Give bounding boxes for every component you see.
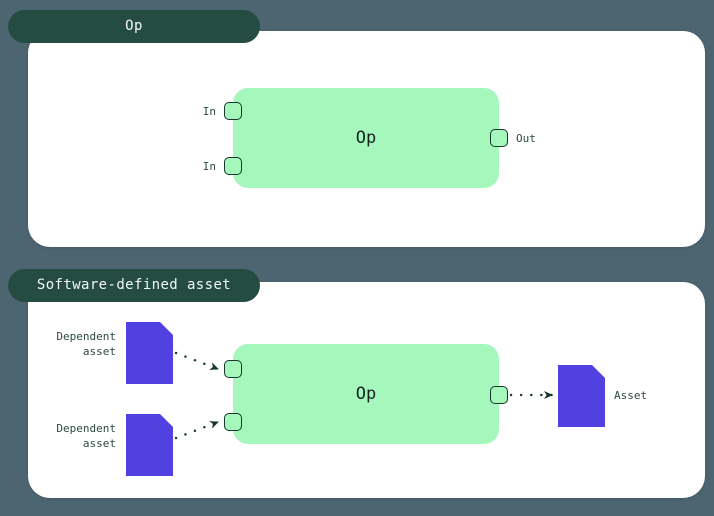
input-port-1-label: In bbox=[202, 105, 216, 118]
document-icon bbox=[126, 414, 173, 476]
op-box: Op bbox=[233, 344, 499, 444]
input-port-2-label: In bbox=[202, 160, 216, 173]
op-box-label: Op bbox=[355, 384, 377, 404]
document-icon bbox=[558, 365, 605, 427]
op-box-label: Op bbox=[355, 128, 377, 148]
op-box: Op bbox=[233, 88, 499, 188]
document-icon bbox=[126, 322, 173, 384]
dependent-asset-2-label: Dependent asset bbox=[56, 422, 116, 450]
input-port-2[interactable] bbox=[224, 413, 242, 431]
input-port-1[interactable] bbox=[224, 360, 242, 378]
output-port-1[interactable] bbox=[490, 129, 508, 147]
panel-software-defined-asset-title: Software-defined asset bbox=[8, 269, 260, 302]
output-port-1-label: Out bbox=[516, 132, 536, 145]
asset-label: Asset bbox=[614, 389, 648, 402]
output-port-1[interactable] bbox=[490, 386, 508, 404]
input-port-1[interactable] bbox=[224, 102, 242, 120]
panel-op-title: Op bbox=[8, 10, 260, 43]
input-port-2[interactable] bbox=[224, 157, 242, 175]
dependent-asset-1-label: Dependent asset bbox=[56, 330, 116, 358]
